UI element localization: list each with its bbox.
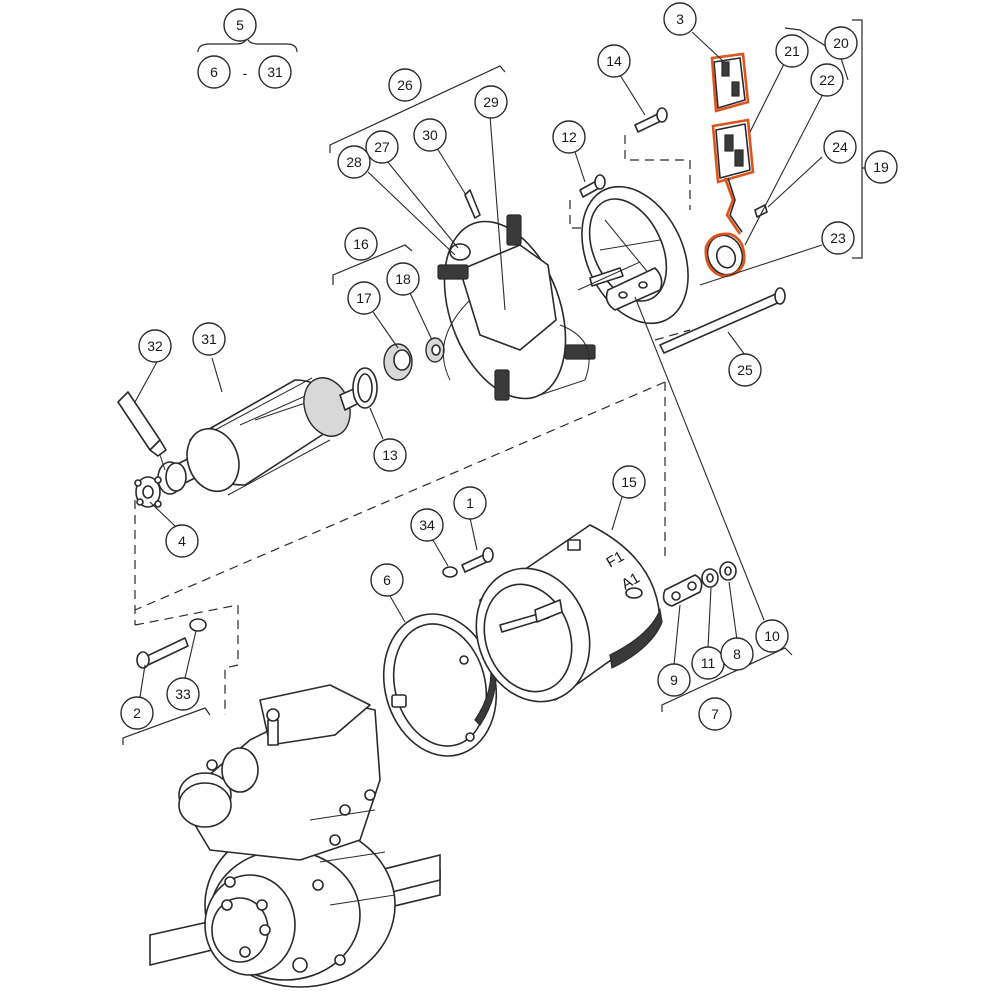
svg-text:6: 6 xyxy=(383,572,391,588)
end-plate-ring xyxy=(382,613,498,757)
svg-text:12: 12 xyxy=(561,129,577,145)
callout-14: 14 xyxy=(597,44,631,78)
svg-text:5: 5 xyxy=(236,17,244,33)
callout-26: 26 xyxy=(388,68,422,102)
transaxle-gearbox xyxy=(149,684,441,988)
callout-16: 16 xyxy=(344,227,378,261)
callout-10: 10 xyxy=(755,619,789,653)
svg-text:11: 11 xyxy=(701,655,716,671)
svg-text:21: 21 xyxy=(784,43,800,59)
terminal-screw xyxy=(579,174,606,198)
spacer-washer xyxy=(425,337,445,363)
end-bracket-screw xyxy=(634,107,668,133)
callout-1: 1 xyxy=(453,486,487,520)
svg-text:26: 26 xyxy=(397,77,413,93)
svg-text:2: 2 xyxy=(133,705,141,721)
callout-23: 23 xyxy=(821,221,855,255)
svg-text:15: 15 xyxy=(621,474,637,490)
svg-text:14: 14 xyxy=(606,53,622,69)
svg-text:6: 6 xyxy=(210,64,218,80)
svg-text:33: 33 xyxy=(175,686,191,702)
pinion-gear xyxy=(134,476,162,508)
end-bracket xyxy=(577,185,689,325)
callout-2: 2 xyxy=(120,696,154,730)
svg-text:9: 9 xyxy=(670,672,678,688)
speed-sensor-connector xyxy=(710,52,750,113)
retaining-ring xyxy=(352,367,378,409)
svg-text:29: 29 xyxy=(483,94,499,110)
speed-sensor-harness xyxy=(704,118,755,278)
svg-text:24: 24 xyxy=(832,139,848,155)
svg-text:18: 18 xyxy=(395,271,411,287)
terminal-mark-f1: F1 xyxy=(604,548,628,571)
callouts: 5 6 31 - 3 20 21 22 14 26 29 27 28 30 12… xyxy=(120,2,898,731)
callout-19: 19 xyxy=(864,150,898,184)
callout-24: 24 xyxy=(823,130,857,164)
svg-text:25: 25 xyxy=(737,362,753,378)
callout-11: 11 xyxy=(691,646,725,680)
callout-17: 17 xyxy=(347,281,381,315)
svg-text:32: 32 xyxy=(147,338,163,354)
motor-housing: F1 A1 xyxy=(475,524,663,703)
callout-5: 5 xyxy=(223,8,257,42)
brush-ring-assembly xyxy=(437,189,596,401)
svg-text:34: 34 xyxy=(419,517,435,533)
svg-text:22: 22 xyxy=(819,72,835,88)
svg-text:7: 7 xyxy=(711,706,719,722)
svg-text:28: 28 xyxy=(346,154,362,170)
callout-32: 32 xyxy=(138,329,172,363)
callout-30: 30 xyxy=(413,118,447,152)
terminal-hardware xyxy=(662,561,737,607)
callout-3: 3 xyxy=(663,2,697,36)
svg-text:20: 20 xyxy=(833,35,849,51)
callout-31-range: 31 xyxy=(258,55,292,89)
callout-4: 4 xyxy=(165,524,199,558)
svg-text:19: 19 xyxy=(873,159,889,175)
callout-25: 25 xyxy=(728,353,762,387)
gearbox-bolts xyxy=(206,759,376,973)
housing-screw-and-washer xyxy=(442,547,494,578)
callout-22: 22 xyxy=(810,63,844,97)
armature xyxy=(157,377,376,496)
callout-8: 8 xyxy=(720,637,754,671)
svg-text:1: 1 xyxy=(466,495,474,511)
svg-text:31: 31 xyxy=(201,331,217,347)
callout-13: 13 xyxy=(373,438,407,472)
callout-21: 21 xyxy=(775,34,809,68)
svg-text:23: 23 xyxy=(830,230,846,246)
callout-9: 9 xyxy=(657,663,691,697)
range-separator: - xyxy=(243,65,248,81)
callout-20: 20 xyxy=(824,26,858,60)
bearing xyxy=(383,343,413,381)
callout-27: 27 xyxy=(365,130,399,164)
svg-text:27: 27 xyxy=(374,139,390,155)
svg-text:17: 17 xyxy=(356,290,372,306)
svg-text:13: 13 xyxy=(382,447,398,463)
callout-31: 31 xyxy=(192,322,226,356)
callout-28: 28 xyxy=(337,145,371,179)
grease-tube xyxy=(117,391,167,471)
terminal-mark-a1: A1 xyxy=(619,570,643,594)
assembly-dashed-lines xyxy=(134,135,691,715)
callout-6-range: 6 xyxy=(197,55,231,89)
callout-15: 15 xyxy=(612,465,646,499)
svg-text:10: 10 xyxy=(764,628,780,644)
leader-lines xyxy=(134,31,826,698)
callout-7: 7 xyxy=(698,697,732,731)
svg-text:30: 30 xyxy=(422,127,438,143)
svg-text:16: 16 xyxy=(353,236,369,252)
long-bolt xyxy=(659,287,786,354)
svg-text:3: 3 xyxy=(676,11,684,27)
callout-29: 29 xyxy=(474,85,508,119)
through-bolt-and-washer xyxy=(136,618,207,669)
callout-18: 18 xyxy=(386,262,420,296)
callout-12: 12 xyxy=(552,120,586,154)
callout-34: 34 xyxy=(410,508,444,542)
svg-text:31: 31 xyxy=(267,64,283,80)
callout-6: 6 xyxy=(370,563,404,597)
svg-text:4: 4 xyxy=(178,533,186,549)
svg-text:8: 8 xyxy=(733,646,741,662)
callout-33: 33 xyxy=(166,677,200,711)
